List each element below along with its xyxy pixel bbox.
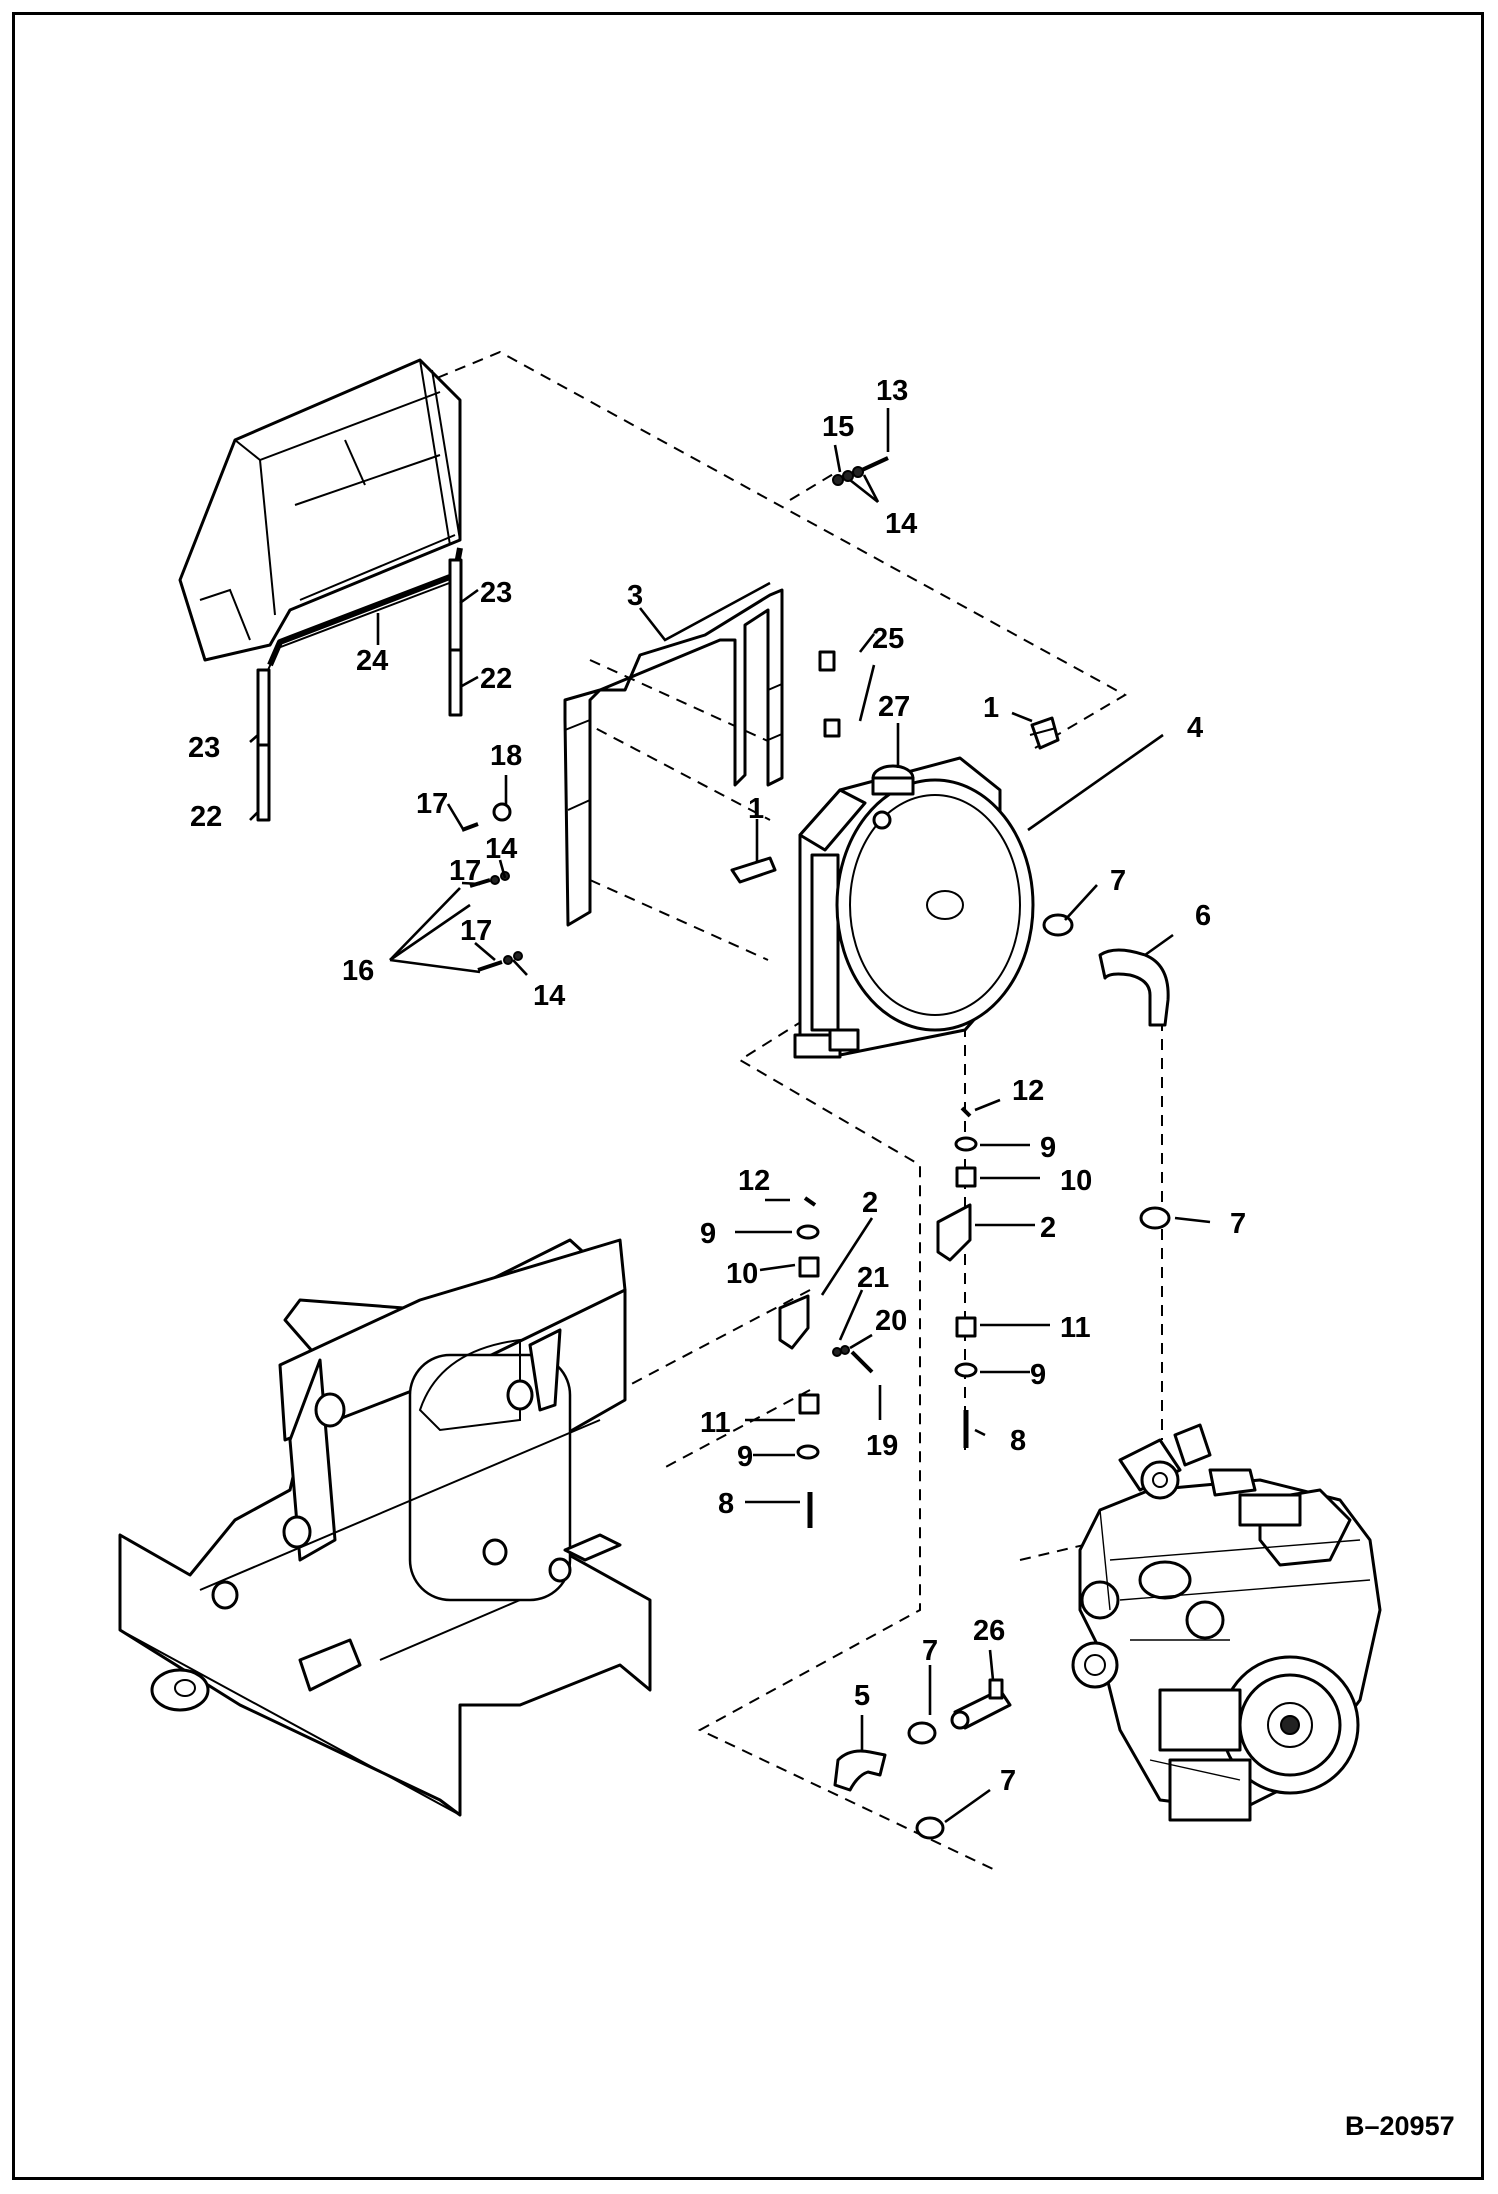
callout-22: 22 [190,801,222,833]
hose-clamps [907,913,1171,1840]
callout-8: 8 [1010,1425,1026,1457]
leader-lines [249,408,1211,1824]
callout-9: 9 [1030,1359,1046,1391]
lower-hose [833,1749,887,1792]
callout-7: 7 [922,1635,938,1667]
bracket-lower [730,856,777,884]
callout-25: 25 [872,623,904,655]
callout-9: 9 [1040,1132,1056,1164]
upper-hose [1098,948,1170,1027]
hood-cover [178,358,462,662]
callout-24: 24 [356,645,388,677]
hardware-top [832,456,889,486]
callout-8: 8 [718,1488,734,1520]
callout-17: 17 [449,855,481,887]
callout-9: 9 [700,1218,716,1250]
callout-12: 12 [738,1165,770,1197]
callout-13: 13 [876,375,908,407]
radiator [793,756,1035,1059]
callout-22: 22 [480,663,512,695]
callout-27: 27 [878,691,910,723]
callout-16: 16 [342,955,374,987]
callout-23: 23 [480,577,512,609]
callout-14: 14 [533,980,565,1012]
callout-7: 7 [1230,1208,1246,1240]
baffle-plate [563,588,784,927]
callout-1: 1 [748,793,764,825]
bracket-upper [1029,716,1060,750]
mount-stack-right [936,1106,978,1448]
callout-23: 23 [188,732,220,764]
callout-10: 10 [1060,1165,1092,1197]
callout-15: 15 [822,411,854,443]
callout-5: 5 [854,1680,870,1712]
callout-4: 4 [1187,712,1203,744]
callout-7: 7 [1110,865,1126,897]
callout-26: 26 [973,1615,1005,1647]
seal-strips [256,547,463,822]
callout-20: 20 [875,1305,907,1337]
callouts: 13 15 14 3 23 25 24 22 1 27 4 23 18 17 2… [188,375,1246,1797]
callout-9: 9 [737,1441,753,1473]
callout-11: 11 [1060,1312,1091,1344]
mounting-frame [118,1238,652,1817]
callout-19: 19 [866,1430,898,1462]
callout-1: 1 [983,692,999,724]
callout-21: 21 [857,1262,889,1294]
callout-14: 14 [885,508,917,540]
callout-6: 6 [1195,900,1211,932]
callout-3: 3 [627,580,643,612]
callout-17: 17 [416,788,448,820]
callout-17: 17 [460,915,492,947]
callout-7: 7 [1000,1765,1016,1797]
drawing-code: B–20957 [1345,2111,1455,2141]
callout-2: 2 [862,1187,878,1219]
callout-10: 10 [726,1258,758,1290]
callout-14: 14 [485,833,517,865]
water-tube [950,1678,1012,1730]
callout-2: 2 [1040,1212,1056,1244]
engine [1071,1423,1382,1822]
callout-12: 12 [1012,1075,1044,1107]
mount-stack-left [778,1196,874,1528]
clips [818,650,841,738]
callout-18: 18 [490,740,522,772]
callout-11: 11 [700,1407,731,1439]
